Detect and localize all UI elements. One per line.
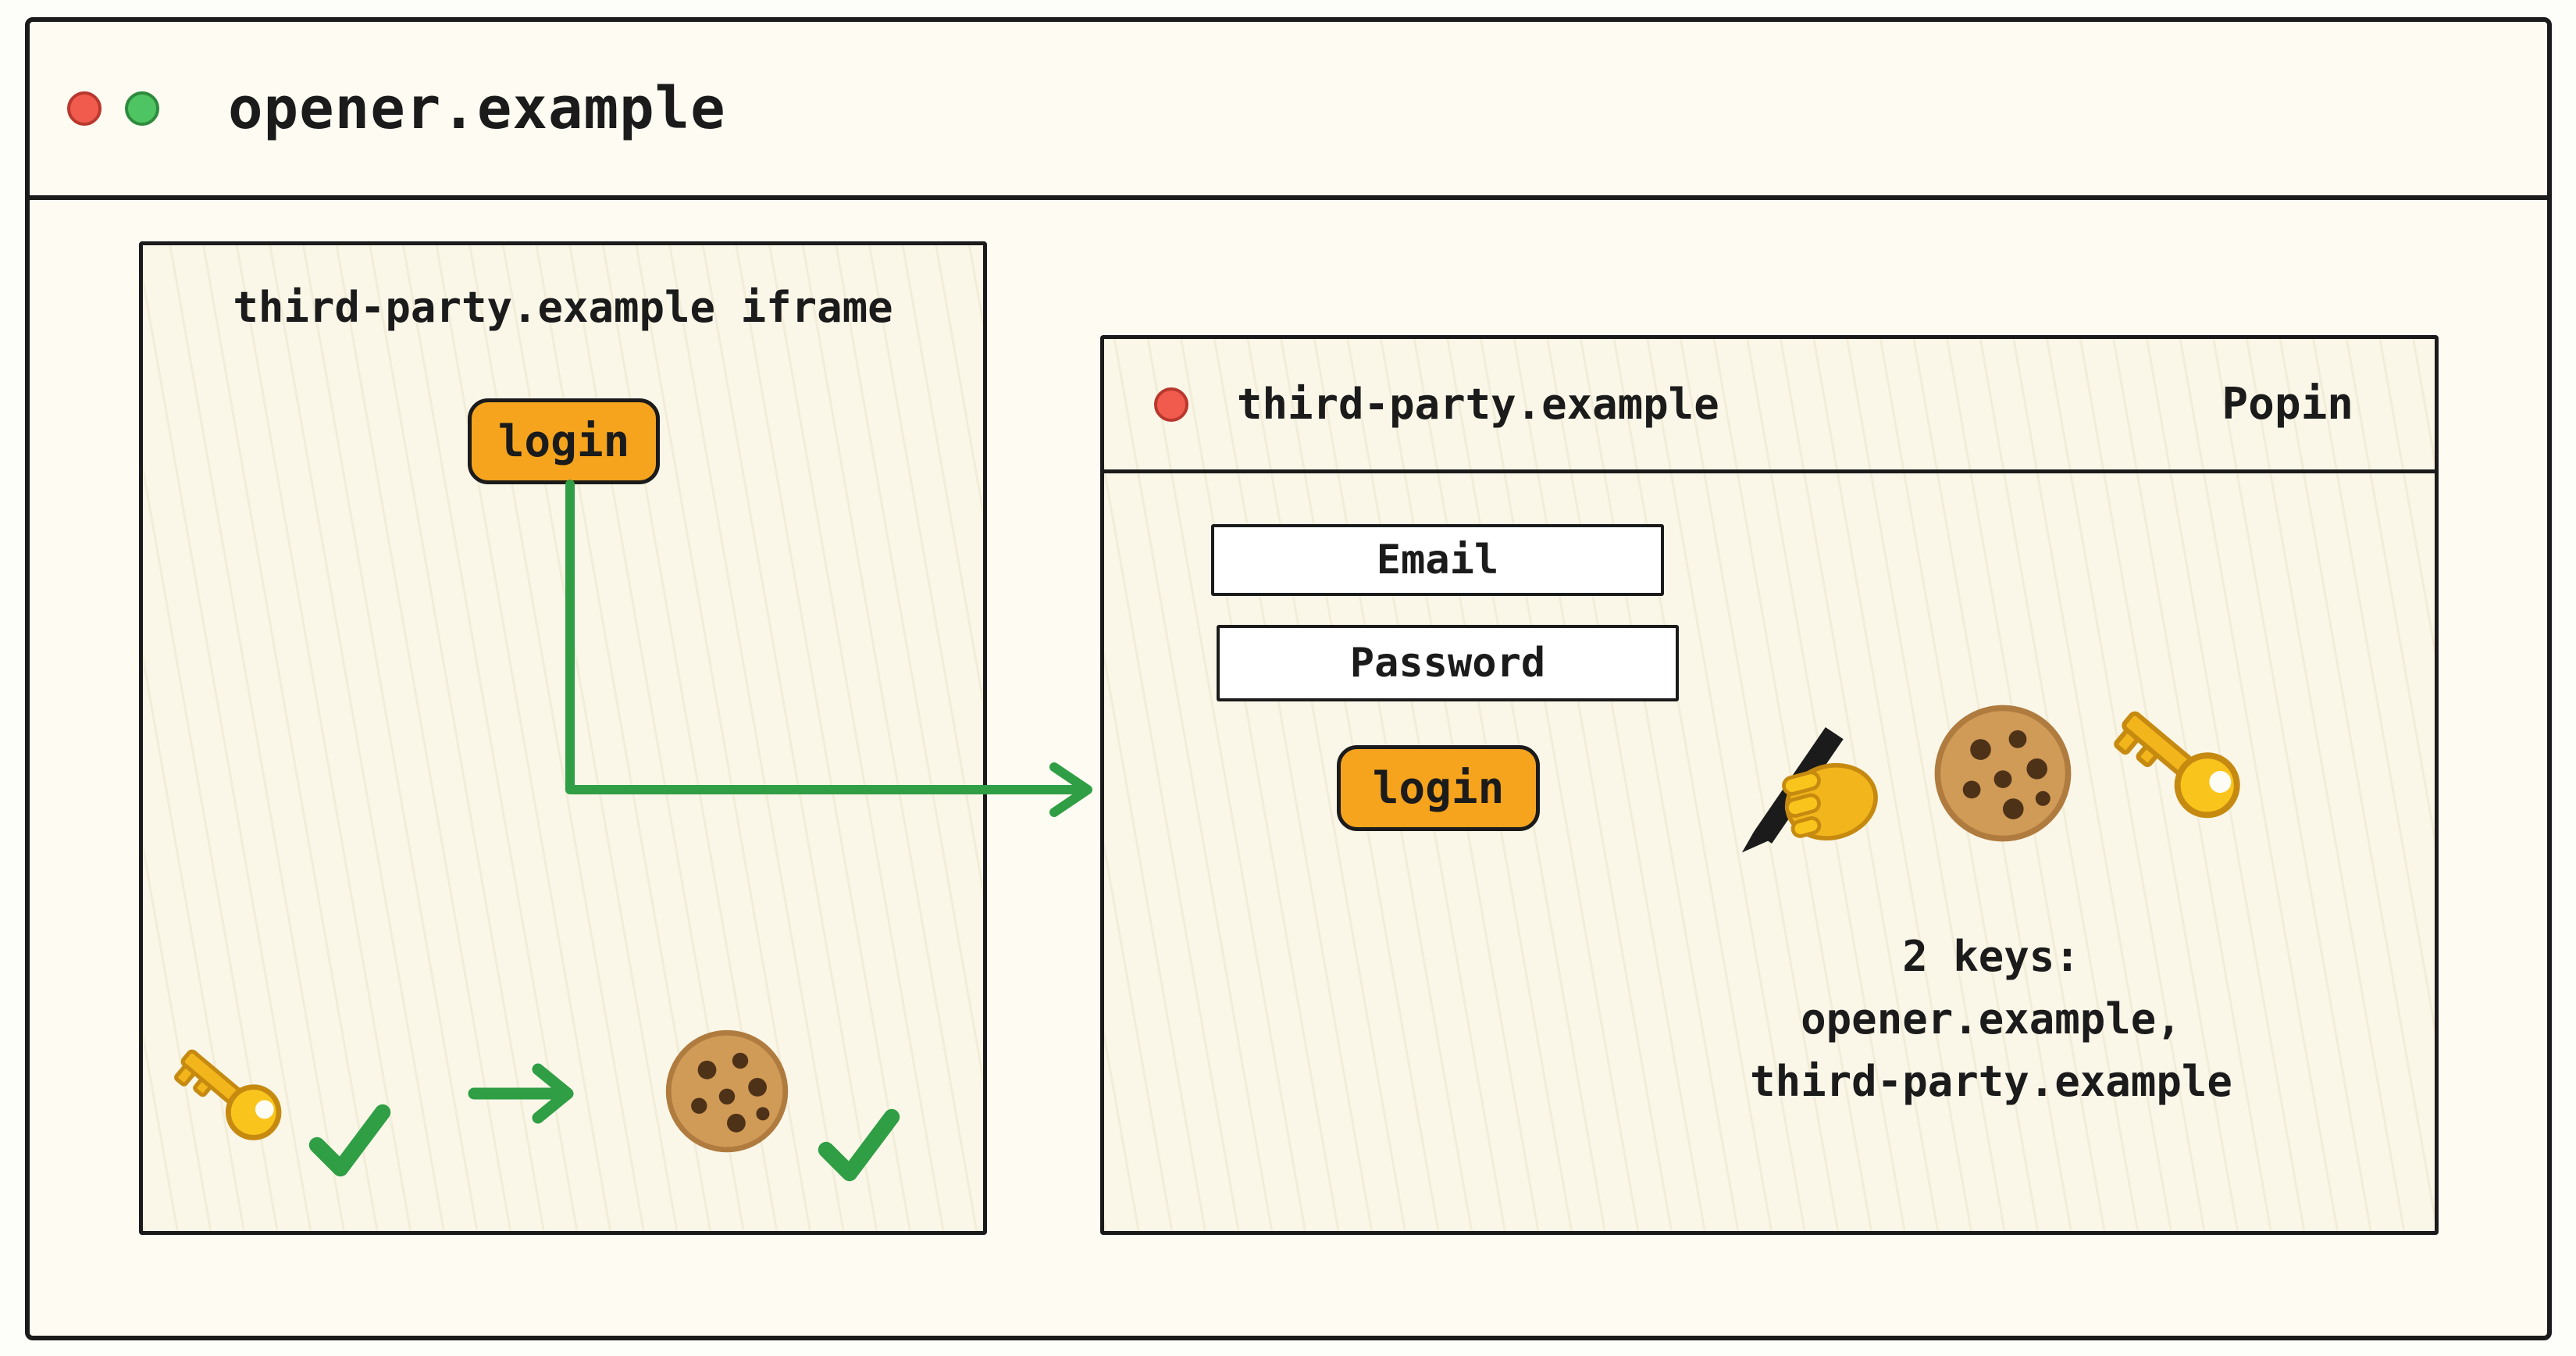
keys-note: 2 keys: opener.example, third-party.exam… (1679, 926, 2303, 1113)
checkmark-icon (812, 1098, 906, 1192)
password-field[interactable]: Password (1217, 625, 1679, 701)
writing-hand-icon (1724, 694, 1888, 858)
keys-note-line: 2 keys: (1902, 932, 2080, 981)
iframe-panel: third-party.example iframe login (139, 241, 987, 1235)
popin-traffic-light-close-icon[interactable] (1154, 387, 1188, 422)
iframe-label: third-party.example iframe (233, 283, 893, 332)
popin-window: third-party.example Popin Email Password… (1100, 335, 2439, 1235)
cookie-icon (1929, 699, 2077, 848)
browser-url-title: opener.example (228, 75, 726, 142)
checkmark-icon (303, 1094, 397, 1187)
arrow-right-icon (466, 1058, 591, 1129)
cookie-icon (661, 1025, 793, 1158)
keys-note-line: third-party.example (1750, 1057, 2232, 1106)
popin-login-button[interactable]: login (1337, 745, 1540, 831)
browser-window: opener.example third-party.example ifram… (25, 17, 2552, 1340)
key-icon (2103, 685, 2259, 841)
keys-note-line: opener.example, (1801, 994, 2182, 1044)
email-field[interactable]: Email (1211, 524, 1664, 596)
popin-window-type-label: Popin (2221, 379, 2353, 430)
traffic-light-close-icon[interactable] (67, 91, 102, 126)
iframe-login-button[interactable]: login (468, 398, 660, 484)
popin-titlebar: third-party.example Popin (1104, 339, 2435, 473)
traffic-light-minimize-icon[interactable] (125, 91, 159, 126)
browser-titlebar: opener.example (30, 22, 2547, 200)
popin-title: third-party.example (1237, 380, 1719, 429)
key-icon (165, 1027, 298, 1160)
